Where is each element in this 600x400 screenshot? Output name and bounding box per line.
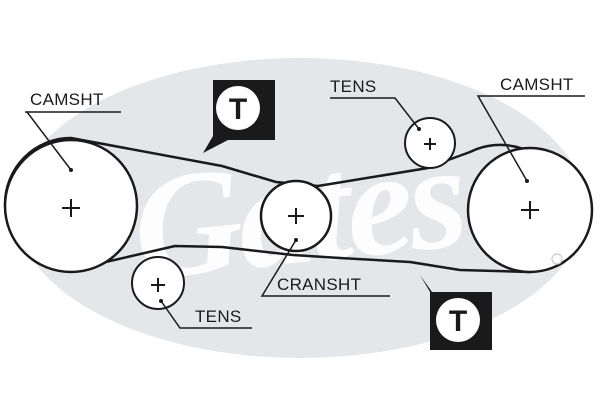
leader-tensioner-top [330,97,420,130]
leader-lines [25,95,585,329]
leader-crankshaft [260,239,390,297]
label-crankshaft: CRANSHT [277,275,361,294]
badge-top-speech-bubble-icon: T [203,80,275,153]
label-tensioner-bottom: TENS [195,307,242,326]
badge-top-letter: T [229,93,247,126]
badge-bottom-letter: T [449,305,467,338]
camshaft-pulley-right [466,146,594,274]
tensioner-pulley-bottom [131,256,185,310]
badge-bottom-speech-bubble-icon: T [420,275,492,350]
label-tensioner-top: TENS [330,77,377,96]
leader-camshaft-left-pointer [26,111,72,171]
pulley-center-plus-icon [288,208,304,224]
tensioner-pulley-top [404,117,456,169]
label-camshaft-left: CAMSHT [30,90,104,109]
pulley-center-plus-icon [424,138,436,150]
leader-tensioner-bottom [160,300,252,329]
pulley-center-plus-icon [62,199,80,217]
camshaft-pulley-left [3,138,139,274]
registered-mark-icon [551,253,563,265]
crankshaft-pulley [259,179,333,253]
pulley-center-plus-icon [151,278,165,292]
leader-camshaft-right [476,95,585,182]
label-camshaft-right: CAMSHT [500,75,574,94]
pulley-center-plus-icon [521,201,539,219]
